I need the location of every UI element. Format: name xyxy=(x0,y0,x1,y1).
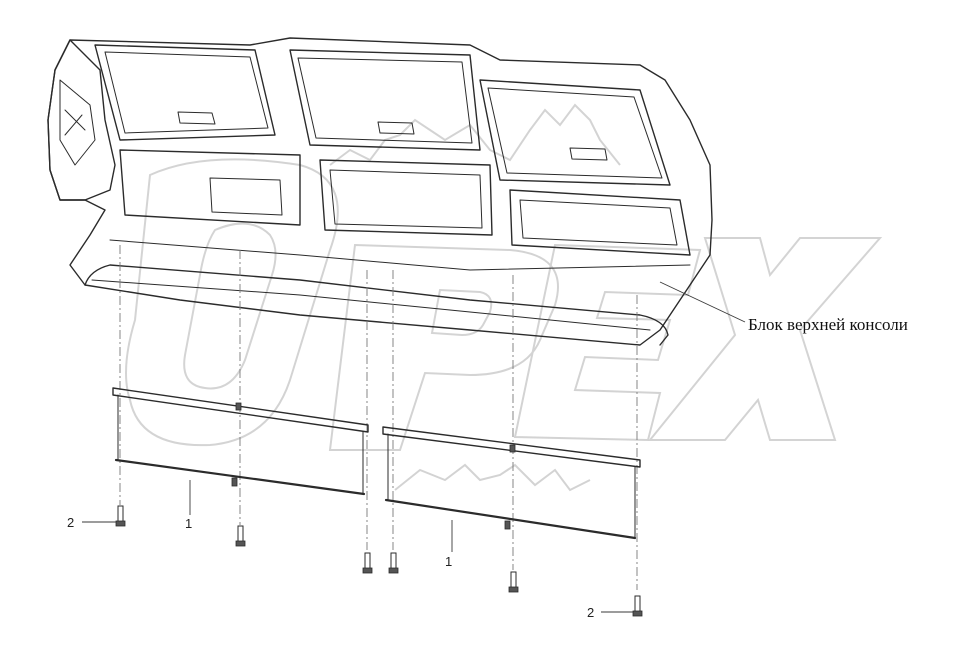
part-1-label-left: 1 xyxy=(185,516,192,531)
console-lower-lip-edge xyxy=(91,279,651,331)
panel-right-clip-top xyxy=(509,444,516,453)
console-tab-right xyxy=(569,147,608,161)
panel-left-clip-top xyxy=(235,402,242,411)
panel-right-sides xyxy=(387,433,636,539)
console-window-center-inner xyxy=(297,57,473,144)
watermark-logo xyxy=(125,103,883,492)
screw-4 xyxy=(388,552,399,574)
console-compartment-left xyxy=(119,149,301,226)
console-tab-left xyxy=(177,111,216,125)
panel-right-bottom-edge xyxy=(384,498,637,540)
console-compartment-right-slot xyxy=(519,199,678,246)
watermark-zigzag-lower xyxy=(394,463,591,492)
console-window-center xyxy=(289,49,481,151)
panel-left-clip-bottom xyxy=(231,477,238,487)
panel-left xyxy=(112,387,369,496)
screw-1 xyxy=(115,505,126,527)
part-2-label-left: 2 xyxy=(67,515,74,530)
leader-lines xyxy=(82,281,746,613)
console-window-right-inner xyxy=(487,87,663,179)
panel-right xyxy=(382,426,641,540)
part-2-label-right: 2 xyxy=(587,605,594,620)
console-window-right xyxy=(479,79,671,186)
screws xyxy=(115,505,643,617)
console-lower-lip xyxy=(84,264,669,346)
console-left-cap-inner xyxy=(59,79,96,166)
watermark-zigzag xyxy=(329,103,621,166)
watermark-letter-o xyxy=(125,158,339,447)
watermark-letter-p xyxy=(328,243,559,451)
assembly-centerlines xyxy=(119,245,638,590)
console-left-end-cap xyxy=(47,39,116,201)
watermark-letter-x xyxy=(647,237,883,441)
overhead-console-block xyxy=(47,37,713,346)
console-compartment-left-slot xyxy=(209,177,283,216)
leader-assembly xyxy=(659,281,746,323)
assembly-label: Блок верхней консоли xyxy=(748,315,908,334)
console-bottom-trim xyxy=(109,239,691,271)
screw-5 xyxy=(508,571,519,593)
console-window-left-inner xyxy=(104,51,269,134)
console-tab-center xyxy=(377,121,415,135)
panel-right-top-rail xyxy=(382,426,641,468)
part-1-label-right: 1 xyxy=(445,554,452,569)
panel-left-top-rail xyxy=(112,387,369,433)
panel-left-bottom-edge xyxy=(114,458,366,496)
console-compartment-center xyxy=(319,159,493,236)
panel-right-clip-bottom xyxy=(504,520,511,530)
screw-6 xyxy=(632,595,643,617)
panel-left-sides xyxy=(117,394,364,494)
screw-3 xyxy=(362,552,373,574)
console-compartment-center-slot xyxy=(329,169,483,229)
console-window-left xyxy=(94,44,276,141)
screw-2 xyxy=(235,525,246,547)
console-compartment-right xyxy=(509,189,691,256)
